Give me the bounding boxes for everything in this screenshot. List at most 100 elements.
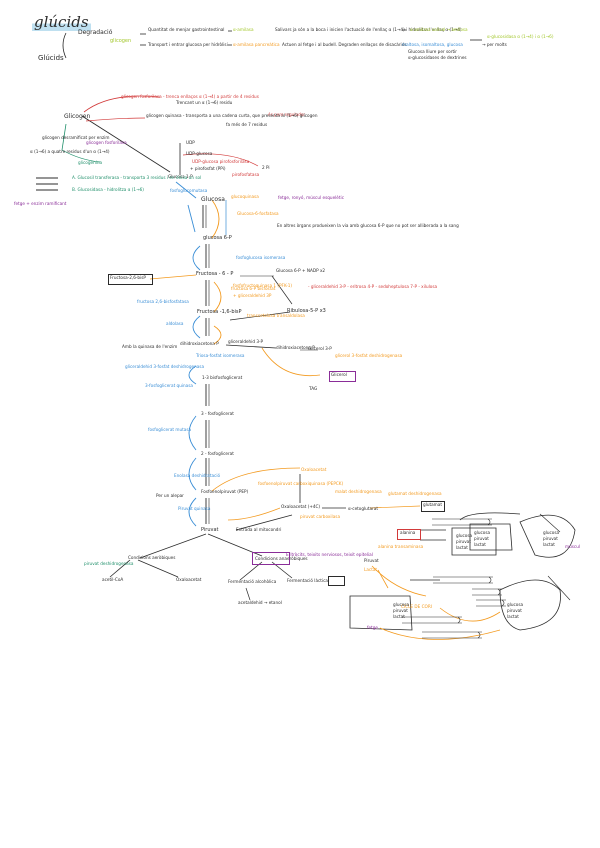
fate-ferm-lact: Fermentació làctica — [287, 578, 328, 583]
pent-list: - gliceraldehid 3-P - eritrosa 4-P - sed… — [308, 284, 438, 289]
phosphorylase: glicogen fosforilasa - trenca enllaços α… — [121, 94, 259, 99]
gn-carbox: piruvat carboxilasa — [300, 514, 341, 519]
udp-plus: + pirofosfat (PPi) — [190, 166, 226, 171]
gly-dhap: dihidroxiacetona P — [276, 345, 315, 350]
fetge-muscul: fetge, ronyó, múscul esquelètic — [278, 195, 344, 200]
enolasa: Enolasa deshidratació — [174, 473, 221, 478]
connector — [227, 507, 281, 521]
organ-label: piruvat — [543, 536, 558, 541]
pent-ribulosa: Ribulosa-5-P x3 — [287, 308, 326, 314]
pent-g3p: + gliceraldehid 3P — [233, 293, 272, 298]
connector — [137, 559, 179, 578]
connector — [439, 607, 501, 622]
alanina-box — [397, 529, 421, 540]
intake-note: Quantitat de menjar gastrointestinal — [148, 27, 225, 32]
connector — [182, 153, 259, 167]
glicogen-word: glicogen — [110, 38, 132, 44]
transport-note: Transport i entrar glucosa per hidròlisi — [148, 42, 228, 47]
g1p: Glucosa 1-P — [168, 174, 193, 179]
per-ala: Per un alepar — [156, 493, 184, 498]
cori-piruvat: Piruvat — [364, 558, 379, 563]
organ-blob — [499, 579, 561, 631]
enzyme-arc — [211, 199, 220, 239]
bpg: 1-3 bisfosfoglicerat — [202, 375, 243, 380]
left-note1: Amb la quinasa de l'enzim — [122, 344, 178, 349]
pgm: fosfoglicerat mutasa — [148, 427, 192, 432]
organ-label: glucosa — [507, 602, 524, 607]
phosphorylase2: glicogen fosforilasa — [86, 140, 127, 145]
ramificacio: En altres òrgans produeixen la via amb g… — [277, 223, 459, 228]
line3-a: α-glucosidasa α (1→4) i α (1→6) — [487, 34, 554, 39]
connector — [369, 505, 421, 509]
connector — [61, 149, 101, 163]
udp-enzyme: UDP-glucosa pirofosforilasa — [192, 159, 250, 164]
enzyme-arc — [213, 325, 222, 345]
fate-aerobic: Condicions aeròbiques — [128, 555, 176, 560]
gly-tag: TAG — [309, 386, 318, 391]
line3-c: Glucosa lliure per sortir — [408, 49, 457, 54]
enzyme-arc — [192, 245, 201, 271]
debranch-sub: fa més de 7 residus — [226, 122, 268, 127]
gn-malat: malat deshidrogenasa — [335, 489, 382, 494]
line3-b: → per molts — [482, 42, 507, 47]
vessel — [457, 616, 461, 624]
branch-b: B. Glucosidasa - hidrolitza α (1→6) — [72, 187, 144, 192]
fate-ferm-alc: Fermentació alcohòlica — [228, 579, 277, 584]
glicogen-node: Glicogen — [64, 113, 91, 120]
gly-glicerol: Glicerol — [331, 372, 347, 377]
f26bp-note: fructosa 2,6-bisfosfatasa — [137, 299, 189, 304]
cori-fetge: fetge — [367, 625, 378, 630]
connector — [261, 347, 321, 377]
f26bp: Fructosa-2,6-bisP — [110, 275, 146, 280]
connector — [547, 575, 571, 601]
connector — [61, 123, 67, 151]
isomerasa: fosfoglucosa isomerasa — [236, 255, 286, 260]
vessel — [476, 599, 506, 607]
organ-label: piruvat — [393, 608, 408, 613]
vessel — [402, 616, 462, 624]
connector — [239, 561, 263, 581]
fate-pdh: piruvat deshidrogenasa — [84, 561, 134, 566]
tpi: Triosa-fosfat isomerasa — [196, 353, 245, 358]
brace — [62, 32, 67, 59]
debranch: glicogen quinasa - transporta a una cade… — [146, 113, 318, 118]
cori-lactat: Lactat — [364, 567, 378, 572]
line3-d: α-glucosidases de dextrines — [408, 55, 467, 60]
degradacio-label: Degradació — [78, 29, 113, 36]
regulator: és pero regulador — [268, 112, 306, 117]
f16bp: Fructosa -1,6-bisP — [197, 309, 242, 315]
organ-label: lactat — [543, 542, 555, 547]
connector — [211, 467, 301, 492]
fosfofructo: fosfofructoquinasa 1 (PFK-1) — [233, 283, 293, 288]
organ-label: piruvat — [456, 539, 471, 544]
g3p: gliceraldehid 3-P — [228, 339, 264, 344]
f26bp-box — [108, 274, 153, 285]
hexoquinasa: Glucosa-6-fosfatasa — [237, 211, 279, 216]
connector — [175, 181, 197, 199]
enzyme-arc — [192, 315, 201, 339]
line2-result: maltosa, isomaltosa, glucosa — [402, 42, 463, 47]
note-left: α (1→6) a quatre residus d'un α (1→4) — [30, 149, 110, 154]
enzyme-arc — [213, 281, 222, 313]
fate-acetyl: acetil-CoA — [102, 577, 124, 582]
connector — [235, 514, 293, 531]
phosp-label: fosfoglucomutasa — [170, 188, 208, 193]
gn-glutamat: glutamat — [423, 502, 442, 507]
enzyme-arc — [188, 365, 197, 385]
glutamat-box — [421, 501, 445, 512]
gn-pepck: fosfoenolpiruvat carboxiquinasa (PEPCK) — [258, 481, 344, 486]
udp: UDP — [186, 140, 195, 145]
connector — [245, 587, 251, 601]
branch-a: A. Glucosil transferasa - transporta 3 r… — [72, 175, 202, 180]
fate-oxal: Oxaloacetat — [176, 577, 202, 582]
vessel — [433, 576, 493, 584]
connector — [371, 565, 427, 597]
pent-f6p: fructosa 6-P bisfosfat — [231, 286, 276, 291]
pk: Piruvat quinasa — [178, 506, 211, 511]
line2-lead: α-amilasa pancreàtica — [233, 42, 280, 47]
connector — [271, 275, 293, 305]
pirofosfatasa: pirofosfatasa — [232, 172, 260, 177]
gn-oxal: Oxaloacetat — [301, 467, 327, 472]
